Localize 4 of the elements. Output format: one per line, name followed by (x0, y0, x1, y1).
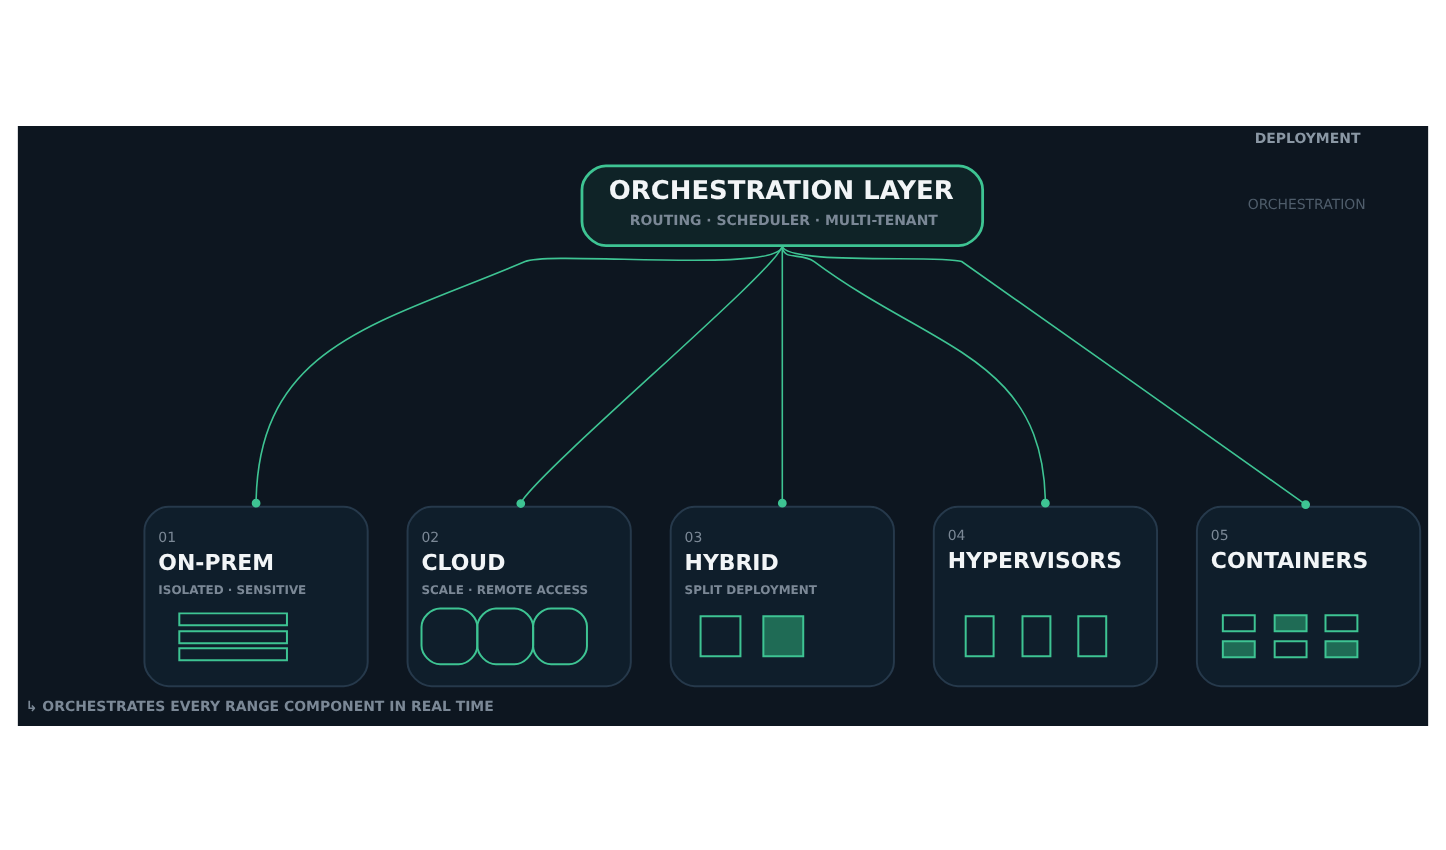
connector (251, 243, 784, 507)
connector (781, 243, 1050, 507)
connector (516, 243, 784, 507)
connector (781, 243, 1311, 508)
